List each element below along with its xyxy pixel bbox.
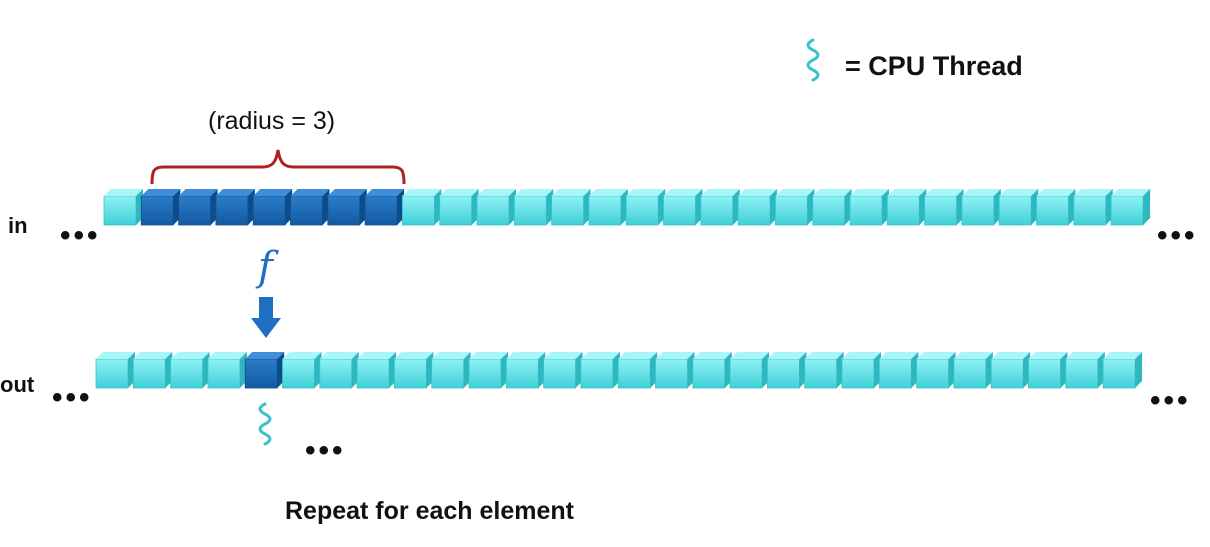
caption: Repeat for each element bbox=[285, 497, 574, 525]
thread-squiggle-icon bbox=[806, 38, 820, 82]
out-cell bbox=[729, 352, 770, 389]
out-cell bbox=[244, 352, 285, 389]
out-cell bbox=[1065, 352, 1105, 389]
in-cell bbox=[215, 189, 255, 226]
in-right-ellipsis: ••• bbox=[1157, 219, 1198, 252]
out-cell bbox=[356, 352, 397, 389]
out-cell bbox=[319, 352, 359, 389]
out-cell bbox=[1028, 352, 1068, 389]
down-arrow-icon bbox=[251, 297, 281, 338]
in-cell bbox=[775, 189, 815, 226]
in-cell bbox=[513, 189, 554, 226]
out-cell bbox=[804, 352, 844, 389]
out-cell bbox=[207, 352, 247, 389]
out-cell bbox=[953, 352, 993, 389]
out-cell bbox=[580, 352, 620, 389]
in-left-ellipsis: ••• bbox=[60, 219, 101, 252]
in-row-label: in bbox=[8, 213, 28, 238]
in-cell bbox=[849, 189, 889, 226]
out-cell bbox=[393, 352, 434, 389]
in-cell bbox=[886, 189, 927, 226]
out-cell bbox=[505, 352, 546, 389]
out-cell bbox=[617, 352, 658, 389]
out-cell bbox=[692, 352, 732, 389]
out-array bbox=[95, 352, 1143, 389]
radius-label: (radius = 3) bbox=[208, 107, 336, 135]
out-cell bbox=[431, 352, 471, 389]
in-cell bbox=[625, 189, 666, 226]
in-cell bbox=[1036, 189, 1076, 226]
out-cell bbox=[1102, 352, 1143, 389]
out-right-ellipsis: ••• bbox=[1150, 384, 1191, 417]
in-cell bbox=[103, 189, 143, 226]
out-cell bbox=[878, 352, 919, 389]
radius-brace bbox=[150, 149, 406, 185]
in-cell bbox=[252, 189, 293, 226]
out-cell bbox=[767, 352, 807, 389]
out-cell bbox=[95, 352, 135, 389]
in-cell bbox=[924, 189, 964, 226]
out-cell bbox=[132, 352, 173, 389]
in-cell bbox=[663, 189, 703, 226]
out-cell bbox=[282, 352, 322, 389]
in-cell bbox=[364, 189, 405, 226]
in-cell bbox=[178, 189, 218, 226]
in-cell bbox=[290, 189, 330, 226]
out-cell bbox=[468, 352, 508, 389]
out-left-ellipsis: ••• bbox=[52, 381, 93, 414]
in-cell bbox=[401, 189, 442, 226]
in-array bbox=[103, 189, 1151, 226]
in-cell bbox=[588, 189, 628, 226]
in-cell bbox=[737, 189, 778, 226]
in-cell bbox=[476, 189, 516, 226]
in-cell bbox=[140, 189, 181, 226]
function-symbol: f bbox=[258, 244, 273, 290]
in-cell bbox=[551, 189, 591, 226]
out-cell bbox=[990, 352, 1031, 389]
thread-ellipsis: ••• bbox=[305, 434, 346, 467]
out-cell bbox=[916, 352, 956, 389]
out-cell bbox=[655, 352, 695, 389]
in-cell bbox=[812, 189, 852, 226]
out-cell bbox=[170, 352, 210, 389]
legend-label: = CPU Thread bbox=[845, 51, 1023, 81]
out-cell bbox=[543, 352, 583, 389]
in-cell bbox=[439, 189, 479, 226]
in-cell bbox=[961, 189, 1001, 226]
in-cell bbox=[1110, 189, 1151, 226]
out-cell bbox=[841, 352, 881, 389]
in-cell bbox=[327, 189, 367, 226]
cpu-thread-icon bbox=[258, 402, 272, 446]
in-cell bbox=[998, 189, 1039, 226]
in-cell bbox=[700, 189, 740, 226]
in-cell bbox=[1073, 189, 1113, 226]
out-row-label: out bbox=[0, 372, 35, 397]
